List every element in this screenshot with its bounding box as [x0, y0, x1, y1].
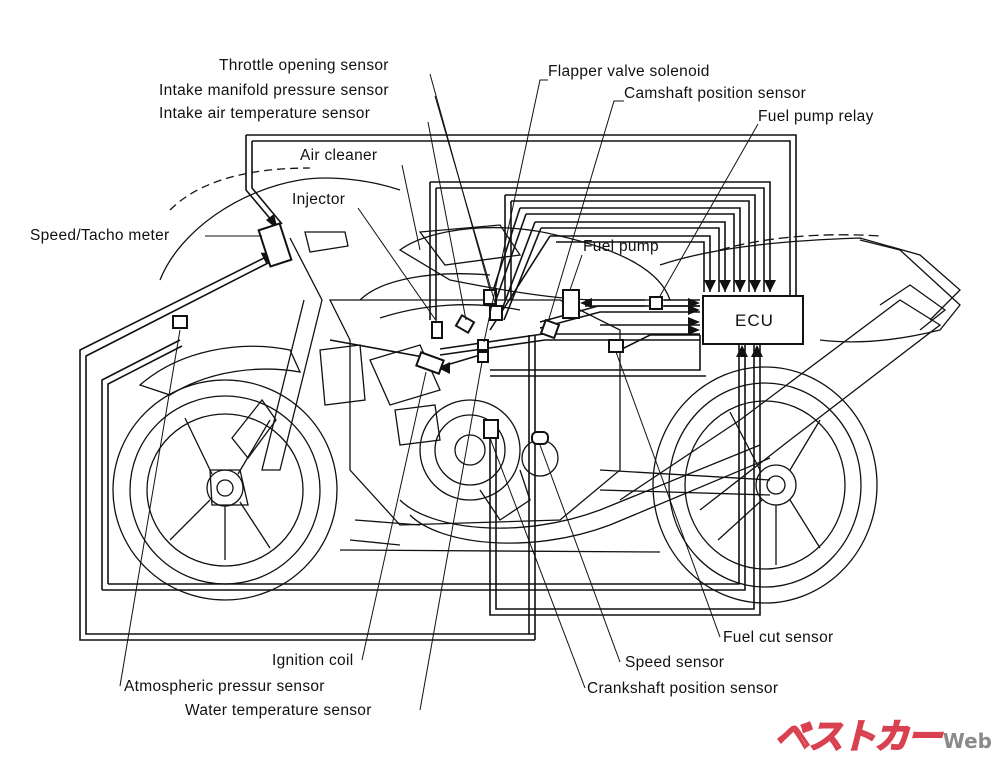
motorcycle-outline [112, 167, 961, 604]
label-speed-sensor: Speed sensor [625, 654, 725, 671]
front-wheel [112, 379, 338, 601]
intake-air-temp-sensor-unit [454, 313, 476, 335]
components [172, 222, 804, 445]
water-temp-sensor-unit [477, 351, 489, 363]
label-camshaft-position-sensor: Camshaft position sensor [624, 85, 807, 102]
label-throttle-opening-sensor: Throttle opening sensor [219, 57, 389, 74]
label-ignition-coil: Ignition coil [272, 652, 354, 669]
label-fuel-cut-sensor: Fuel cut sensor [723, 629, 834, 646]
flapper-solenoid-unit [477, 339, 489, 351]
label-speed-tacho-meter: Speed/Tacho meter [30, 227, 170, 244]
speed-tacho-meter-unit [257, 222, 293, 268]
wiring-harness [79, 134, 797, 641]
label-fuel-pump-relay: Fuel pump relay [758, 108, 874, 125]
front-fork [209, 231, 349, 506]
rear-wheel [652, 366, 878, 604]
atmospheric-pressure-sensor-unit [172, 315, 188, 329]
label-crankshaft-position-sensor: Crankshaft position sensor [587, 680, 779, 697]
arrows [266, 214, 776, 374]
label-atmospheric-pressure-sensor: Atmospheric pressur sensor [124, 678, 325, 695]
watermark-sub: Web [942, 729, 992, 753]
watermark-main: ベストカー [774, 716, 943, 758]
fuel-cut-sensor-unit [608, 339, 624, 353]
label-water-temperature-sensor: Water temperature sensor [185, 702, 372, 719]
injector-unit [431, 321, 443, 339]
label-fuel-pump: Fuel pump [583, 238, 659, 255]
label-intake-air-temperature-sensor: Intake air temperature sensor [159, 105, 371, 122]
label-ecu: ECU [735, 311, 774, 330]
fuel-pump-relay-unit [649, 296, 663, 310]
manifold-pressure-sensor-unit [489, 305, 503, 321]
crankshaft-sensor-unit [483, 419, 499, 439]
leader-lines [119, 73, 759, 711]
label-flapper-valve-solenoid: Flapper valve solenoid [548, 63, 710, 80]
fuel-pump-unit [562, 289, 580, 319]
speed-sensor-unit [531, 431, 549, 445]
label-intake-manifold-pressure-sensor: Intake manifold pressure sensor [159, 82, 389, 99]
camshaft-sensor-unit [539, 318, 561, 340]
label-air-cleaner: Air cleaner [300, 147, 378, 164]
ignition-coil-unit [415, 351, 445, 375]
label-injector: Injector [292, 191, 346, 208]
ecu-box [702, 295, 804, 345]
